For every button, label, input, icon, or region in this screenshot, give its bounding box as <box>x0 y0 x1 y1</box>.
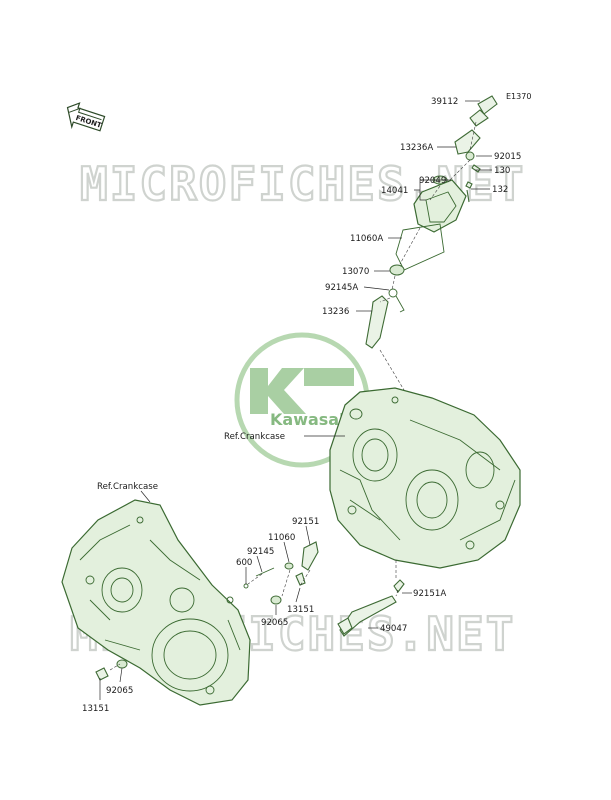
callout-92145: 92145 <box>247 547 274 557</box>
callout-130: 130 <box>494 166 510 176</box>
callout-11060A: 11060A <box>350 234 383 244</box>
part-11060A <box>395 223 445 271</box>
part-600 <box>243 583 249 589</box>
callout-ref-crankcase-upper: Ref.Crankcase <box>224 432 285 442</box>
callout-ref-crankcase-lower: Ref.Crankcase <box>97 482 158 492</box>
crankcase-left <box>61 499 251 706</box>
part-13070 <box>389 264 405 276</box>
part-92015 <box>465 151 475 161</box>
callout-92145A: 92145A <box>325 283 358 293</box>
part-92145A <box>388 288 405 313</box>
callout-13236: 13236 <box>322 307 349 317</box>
callout-92015: 92015 <box>494 152 521 162</box>
callout-92065-left: 92065 <box>106 686 133 696</box>
front-arrow-icon: FRONT <box>66 102 106 132</box>
part-14041 <box>413 179 467 233</box>
diagram-code: E1370 <box>506 92 531 101</box>
callout-92049: 92049 <box>419 176 446 186</box>
callout-13151-right: 13151 <box>287 605 314 615</box>
callout-13151-left: 13151 <box>82 704 109 714</box>
part-92151 <box>301 541 319 571</box>
callout-132: 132 <box>492 185 508 195</box>
part-13151-right <box>295 572 306 586</box>
part-13151-left <box>95 667 109 681</box>
logo-wordmark: Kawasaki <box>270 410 355 429</box>
crankcase-right <box>329 387 521 569</box>
callout-14041: 14041 <box>381 186 408 196</box>
callout-600: 600 <box>236 558 252 568</box>
part-92065-left <box>116 659 128 669</box>
part-92145 <box>255 567 275 577</box>
callout-92151: 92151 <box>292 517 319 527</box>
callout-13070: 13070 <box>342 267 369 277</box>
part-11060 <box>284 562 294 570</box>
callout-92151A: 92151A <box>413 589 446 599</box>
part-13236A <box>454 129 481 155</box>
callout-11060: 11060 <box>268 533 295 543</box>
callout-13236A: 13236A <box>400 143 433 153</box>
part-39112 <box>469 95 498 127</box>
part-49047 <box>337 595 397 637</box>
callout-49047: 49047 <box>380 624 407 634</box>
part-92065-right <box>270 595 282 605</box>
part-13236 <box>365 295 389 349</box>
callout-92065-right: 92065 <box>261 618 288 628</box>
part-132 <box>465 181 473 203</box>
part-92151A <box>393 579 405 593</box>
callout-39112: 39112 <box>431 97 458 107</box>
